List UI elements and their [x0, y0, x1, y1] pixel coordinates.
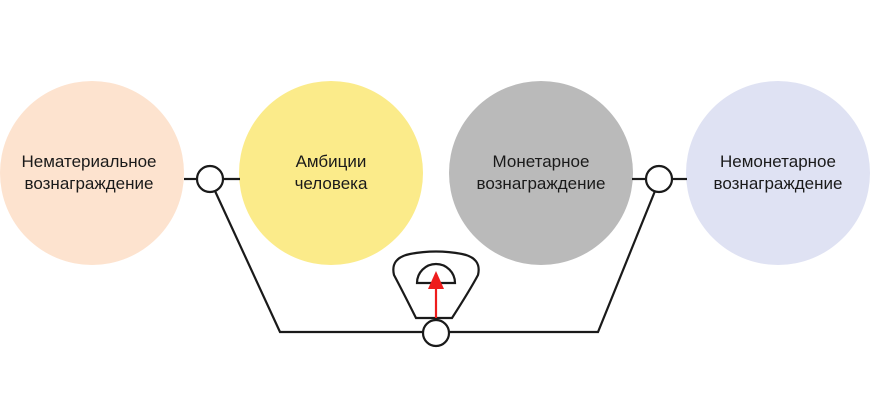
- junction-node-left: [195, 164, 225, 194]
- node-label-nonmonetary: Немонетарное вознаграждение: [693, 151, 863, 195]
- label-line: Немонетарное: [720, 152, 836, 171]
- red-arrow-icon: [428, 271, 444, 318]
- label-line: Амбиции: [295, 152, 367, 171]
- label-line: Монетарное: [492, 152, 590, 171]
- connector-path: [214, 190, 423, 334]
- label-line: Нематериальное: [21, 152, 157, 171]
- label-line: человека: [294, 174, 368, 193]
- connector-path: [449, 190, 657, 334]
- label-line: вознаграждение: [24, 174, 154, 193]
- node-label-ambitions: Амбиции человека: [246, 151, 416, 195]
- node-label-intangible: Нематериальное вознаграждение: [4, 151, 174, 195]
- node-label-monetary: Монетарное вознаграждение: [456, 151, 626, 195]
- node-circle-nonmonetary: [686, 81, 870, 265]
- junction-node-bottom: [421, 318, 451, 348]
- node-circle-ambitions: [239, 81, 423, 265]
- label-line: вознаграждение: [713, 174, 843, 193]
- junction-node-right: [644, 164, 674, 194]
- node-circle-intangible: [0, 81, 184, 265]
- label-line: вознаграждение: [476, 174, 606, 193]
- node-circle-monetary: [449, 81, 633, 265]
